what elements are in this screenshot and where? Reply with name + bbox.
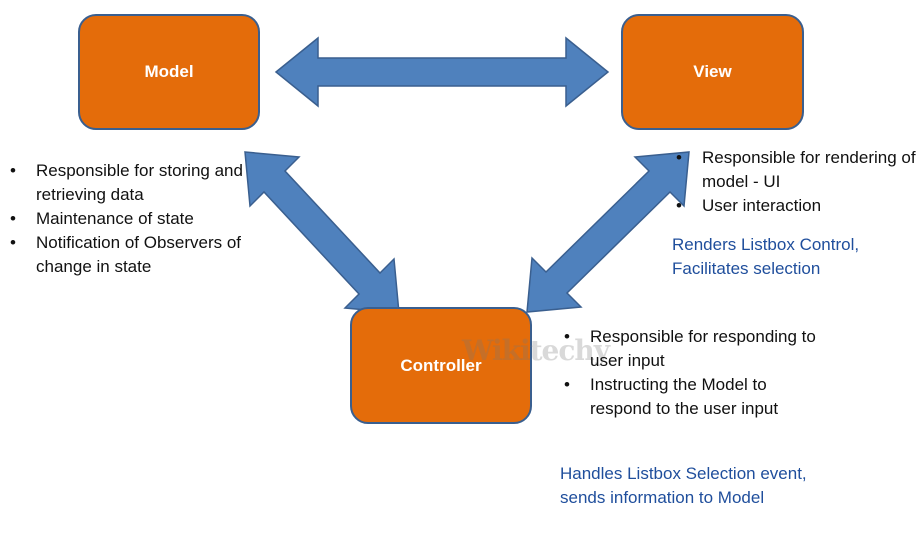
model-note: Notification of Observers of change in s… <box>6 231 264 279</box>
view-label: View <box>693 62 732 81</box>
controller-notes: Responsible for responding to user input… <box>560 325 830 421</box>
model-box: Model <box>78 14 260 130</box>
model-notes: Responsible for storing and retrieving d… <box>6 159 264 279</box>
controller-box: Controller <box>350 307 532 424</box>
model-note: Maintenance of state <box>6 207 264 231</box>
controller-note: Instructing the Model to respond to the … <box>560 373 830 421</box>
controller-note: Responsible for responding to user input <box>560 325 830 373</box>
view-controller-arrow <box>526 151 690 313</box>
model-view-arrow <box>274 36 610 108</box>
view-note: User interaction <box>672 194 924 218</box>
model-controller-arrow <box>244 151 400 314</box>
view-extra-note: Renders Listbox Control, Facilitates sel… <box>672 235 860 278</box>
view-note: Responsible for rendering of model - UI <box>672 146 924 194</box>
view-notes: Responsible for rendering of model - UI … <box>672 146 924 218</box>
view-box: View <box>621 14 804 130</box>
controller-label: Controller <box>400 355 482 375</box>
model-label: Model <box>144 62 194 81</box>
model-note: Responsible for storing and retrieving d… <box>6 159 264 207</box>
controller-extra-note: Handles Listbox Selection event, sends i… <box>560 464 807 507</box>
